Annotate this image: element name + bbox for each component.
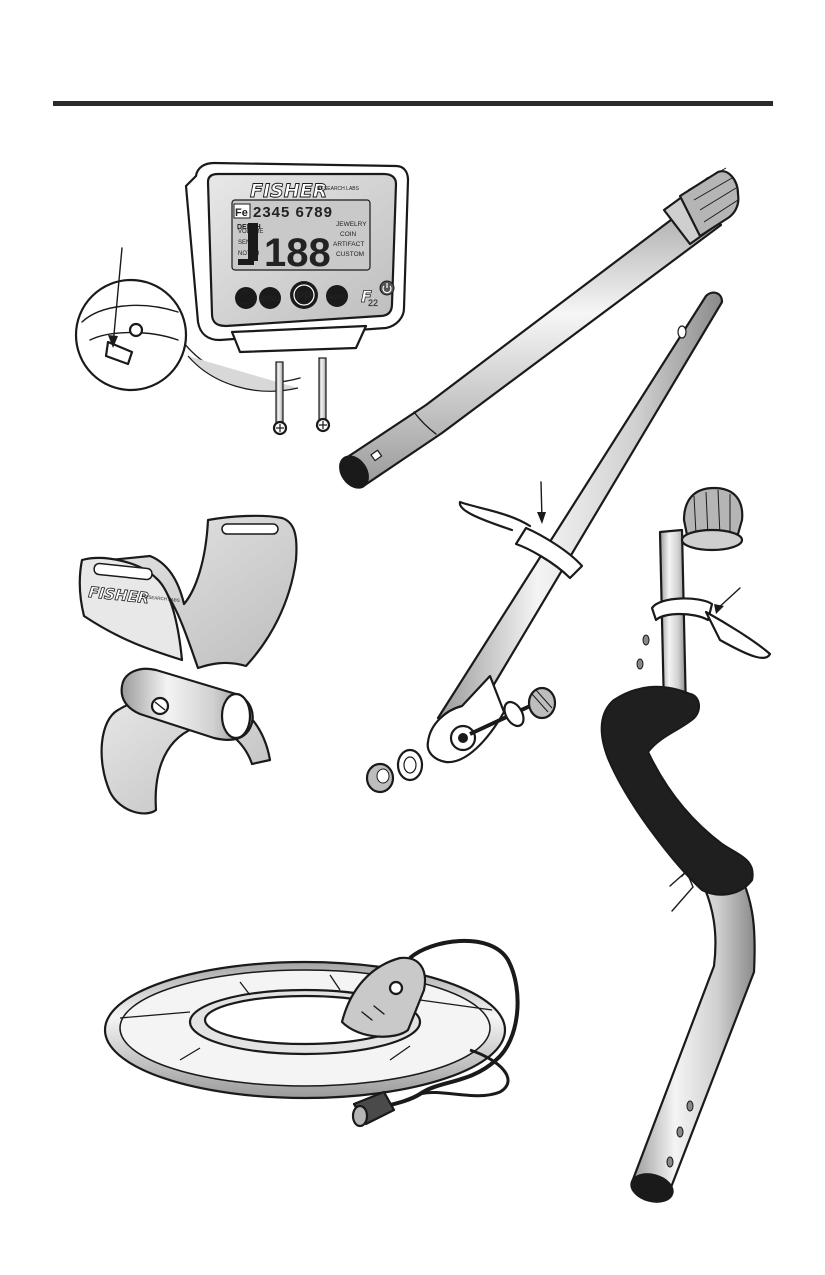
model-number: 22: [368, 298, 378, 308]
grip-clip: [650, 587, 772, 659]
menu-button[interactable]: MENU: [259, 287, 281, 309]
upper-lock-knob[interactable]: [680, 486, 744, 552]
svg-text:+: +: [242, 285, 248, 297]
fe-label: Fe: [235, 207, 248, 219]
model-badge: F: [361, 287, 372, 306]
control-box: FISHER RESEARCH LABS Fe 2345 6789 DEPTH …: [74, 161, 410, 436]
coil-cable: [365, 939, 520, 1114]
mounting-screws: [272, 357, 331, 436]
lcd-coin: COIN: [340, 231, 357, 238]
box-brand-sub: RESEARCH LABS: [317, 186, 360, 192]
lcd-artifact: ARTIFACT: [333, 241, 364, 248]
mode-button[interactable]: MODE: [326, 285, 348, 307]
lcd-jewelry: JEWELRY: [336, 221, 367, 228]
lcd-custom: CUSTOM: [336, 251, 364, 258]
lower-shaft: [600, 486, 772, 1203]
shaft-clip: [458, 481, 584, 580]
washer: [396, 748, 424, 782]
coil-ears: [340, 956, 427, 1038]
svg-text:MENU: MENU: [259, 296, 280, 303]
big-digits: 188: [264, 231, 331, 275]
lcd-sens: SENS: [238, 240, 254, 246]
svg-text:PP: PP: [296, 289, 312, 303]
svg-text:MODE: MODE: [327, 294, 347, 301]
yoke-knob[interactable]: [527, 686, 557, 720]
cable-connector[interactable]: [351, 1090, 396, 1128]
foam-grip[interactable]: [600, 685, 754, 896]
lcd-screen: [231, 199, 371, 271]
target-digits: 2345 6789: [253, 204, 333, 221]
middle-shaft: [365, 291, 724, 794]
header-rule: [53, 101, 773, 106]
box-brand: FISHER: [250, 180, 327, 202]
nut: [365, 762, 395, 794]
detail-callout: [74, 247, 301, 392]
battery-icon: [238, 259, 254, 265]
plus-minus-button[interactable]: + −: [235, 285, 257, 310]
armrest-brand-sub: RESEARCH LABS: [142, 594, 180, 603]
pinpoint-button[interactable]: PP: [290, 281, 318, 309]
armrest: FISHER RESEARCH LABS: [78, 514, 298, 815]
power-button[interactable]: [379, 280, 395, 296]
upper-shaft: [339, 167, 740, 489]
lock-knob[interactable]: [678, 167, 740, 238]
svg-text:−: −: [242, 298, 248, 310]
shaft-holes: [636, 634, 694, 1168]
lower-yoke: [426, 674, 531, 764]
search-coil: [103, 939, 520, 1128]
